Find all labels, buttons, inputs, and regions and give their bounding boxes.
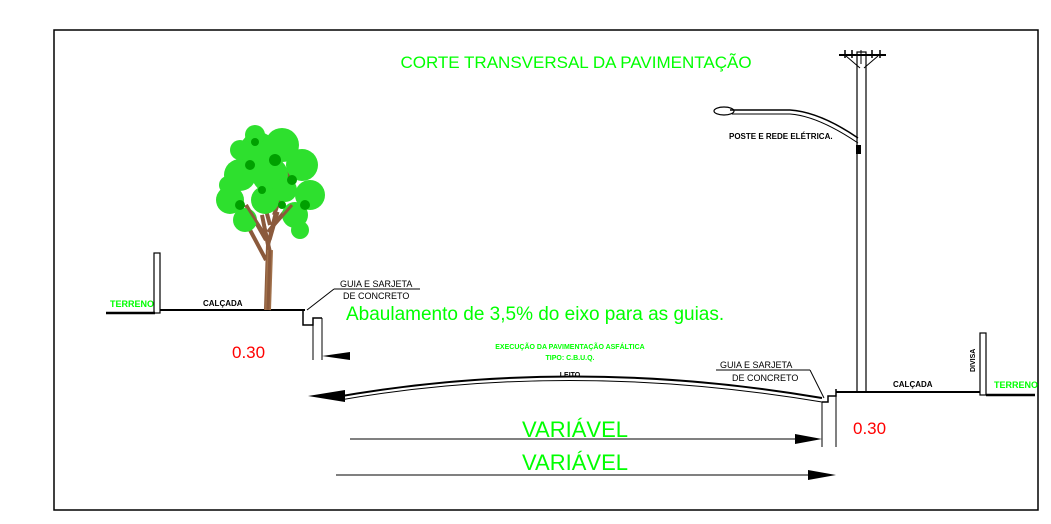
road-crown-bottom (339, 379, 823, 403)
left-terreno-label: TERRENO (110, 299, 154, 309)
execucao-line2: TIPO: C.B.U.Q. (546, 355, 595, 362)
left-dim-arrow (322, 352, 350, 360)
execucao-line1: EXECUÇÃO DA PAVIMENTAÇÃO ASFÁLTICA (495, 342, 644, 351)
road-left-arrow (308, 390, 345, 402)
right-divisa-wall (979, 332, 987, 396)
abaulamento-note: Abaulamento de 3,5% do eixo para as guia… (346, 304, 724, 325)
variavel-1-label: VARIÁVEL (522, 417, 628, 442)
variavel-2-label: VARIÁVEL (522, 450, 628, 475)
poste-label: POSTE E REDE ELÉTRICA. (729, 132, 833, 141)
utility-pole (713, 50, 886, 393)
left-curb (302, 310, 322, 326)
leito-label: LEITO (560, 372, 581, 379)
right-calcada-label: CALÇADA (893, 380, 933, 389)
left-guia-line1: GUIA E SARJETA (340, 279, 412, 289)
right-terreno-label: TERRENO (994, 380, 1038, 390)
right-guia-line2: DE CONCRETO (732, 373, 798, 383)
divisa-label: DIVISA (970, 349, 977, 372)
drawing-title: CORTE TRANSVERSAL DA PAVIMENTAÇÃO (400, 53, 751, 72)
left-dimension-label: 0.30 (232, 343, 265, 362)
road-crown-top (329, 375, 823, 399)
left-divisa-wall (153, 252, 161, 314)
variavel-2-arrow (808, 470, 836, 480)
right-dimension-label: 0.30 (853, 419, 886, 438)
variavel-1-arrow (795, 434, 822, 444)
right-curb (822, 389, 837, 403)
left-guia-leader (306, 288, 335, 311)
right-guia-line1: GUIA E SARJETA (720, 360, 792, 370)
left-calcada-label: CALÇADA (203, 299, 243, 308)
left-guia-line2: DE CONCRETO (343, 291, 409, 301)
right-guia-leader (809, 369, 825, 399)
drawing-frame (53, 29, 1039, 511)
tree-illustration (216, 125, 325, 311)
